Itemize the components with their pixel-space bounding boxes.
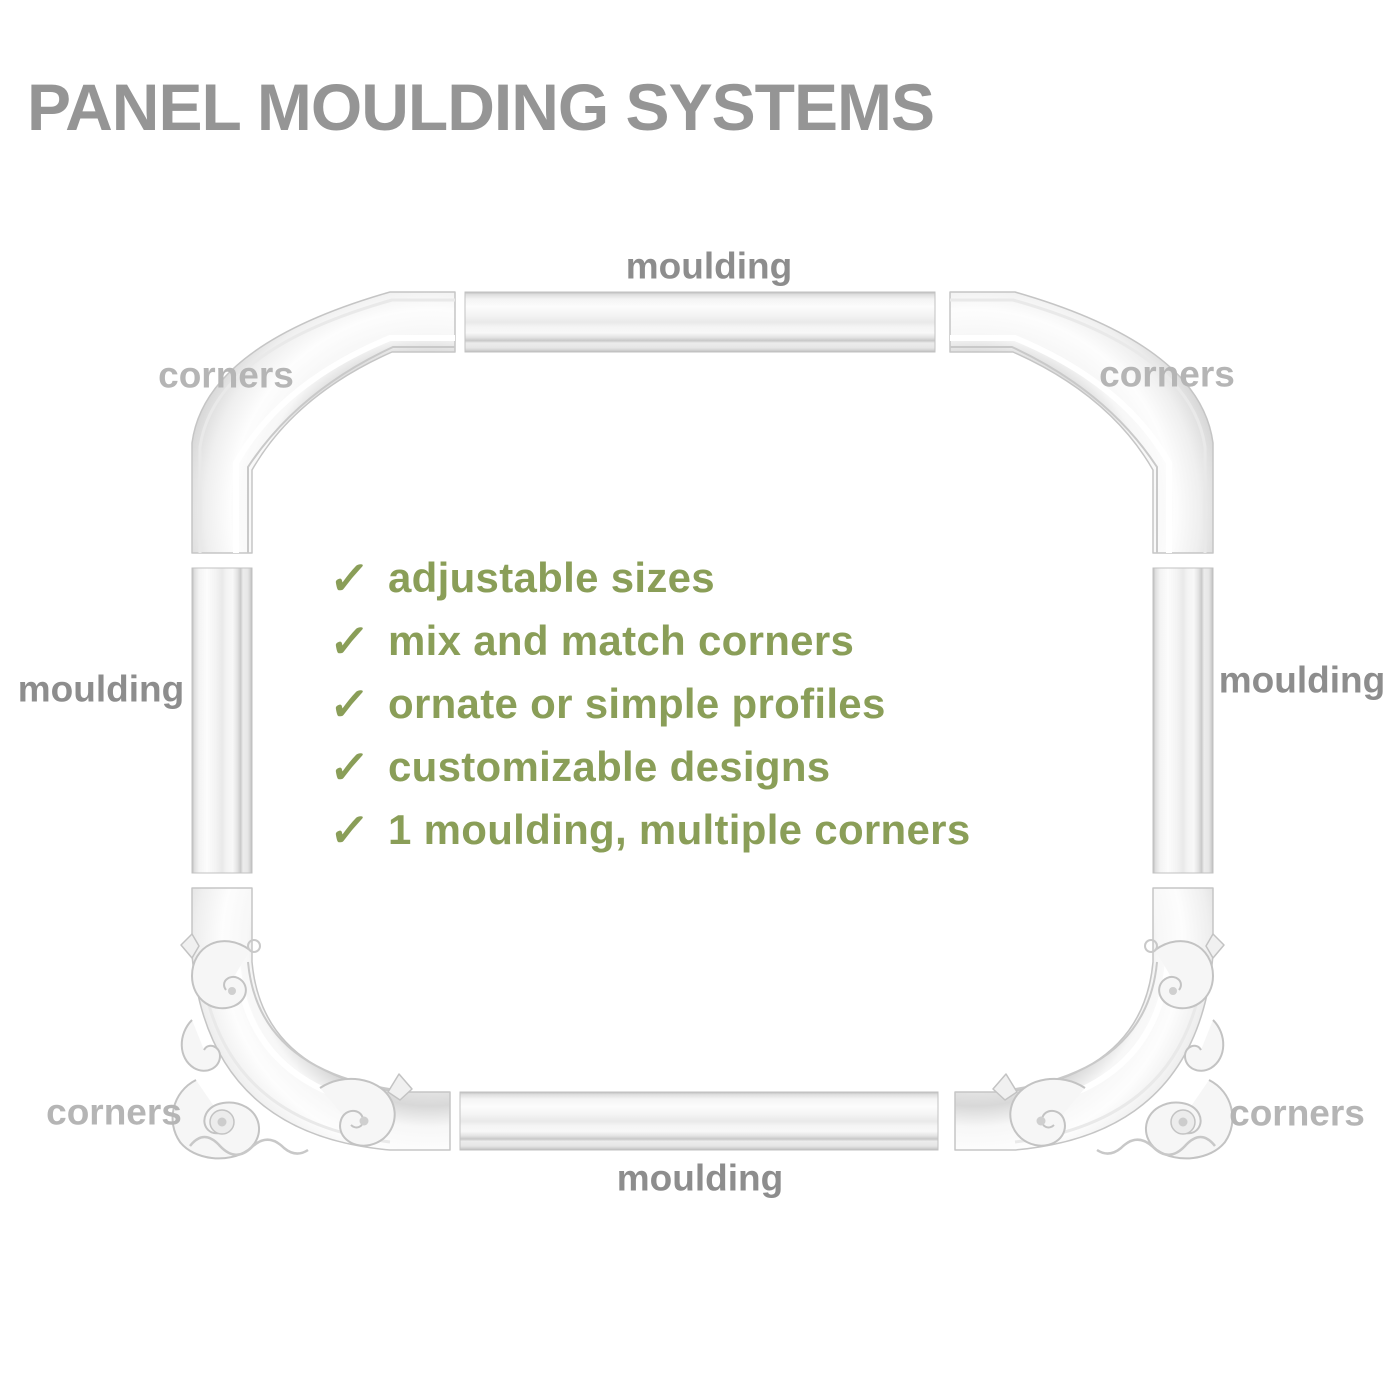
label-moulding-right: moulding [1218,659,1386,701]
ornate-corner-bottom-left [171,887,451,1160]
label-corners-bottom-right: corners [1229,1092,1365,1134]
checkmark-icon: ✓ [327,614,372,667]
label-corners-top-right: corners [1099,353,1235,395]
feature-item: ✓ mix and match corners [327,609,970,672]
feature-item: ✓ adjustable sizes [327,546,970,609]
checkmark-icon: ✓ [327,551,372,604]
label-moulding-bottom: moulding [616,1157,784,1199]
feature-item: ✓ 1 moulding, multiple corners [327,798,971,861]
moulding-strip-right [1152,567,1214,874]
label-moulding-left: moulding [17,668,185,710]
leaf-curl-ornament [180,1019,221,1072]
feature-text: adjustable sizes [388,553,715,601]
feature-text: mix and match corners [388,616,855,664]
feature-item: ✓ customizable designs [327,735,970,798]
checkmark-icon: ✓ [327,677,372,730]
moulding-strip-bottom [459,1091,939,1151]
gadroon-ornament [189,1135,309,1156]
page-title: PANEL MOULDING SYSTEMS [27,70,935,144]
label-corners-bottom-left: corners [46,1091,182,1133]
ornate-corner-bottom-right [955,888,1232,1158]
feature-list: ✓ adjustable sizes ✓ mix and match corne… [327,546,971,861]
checkmark-icon: ✓ [327,803,372,856]
moulding-strips [191,291,1214,1151]
feature-text: ornate or simple profiles [388,679,886,727]
plain-corner-top-right [950,292,1213,553]
leaf-tip-ornament [387,1073,413,1101]
feature-text: 1 moulding, multiple corners [388,805,971,853]
feature-text: customizable designs [388,742,831,790]
feature-item: ✓ ornate or simple profiles [327,672,970,735]
plain-corner-top-left [191,291,456,554]
checkmark-icon: ✓ [327,740,372,793]
label-moulding-top: moulding [625,245,793,287]
moulding-strip-left [191,567,253,874]
label-corners-top-left: corners [158,354,294,396]
moulding-strip-top [464,291,936,353]
